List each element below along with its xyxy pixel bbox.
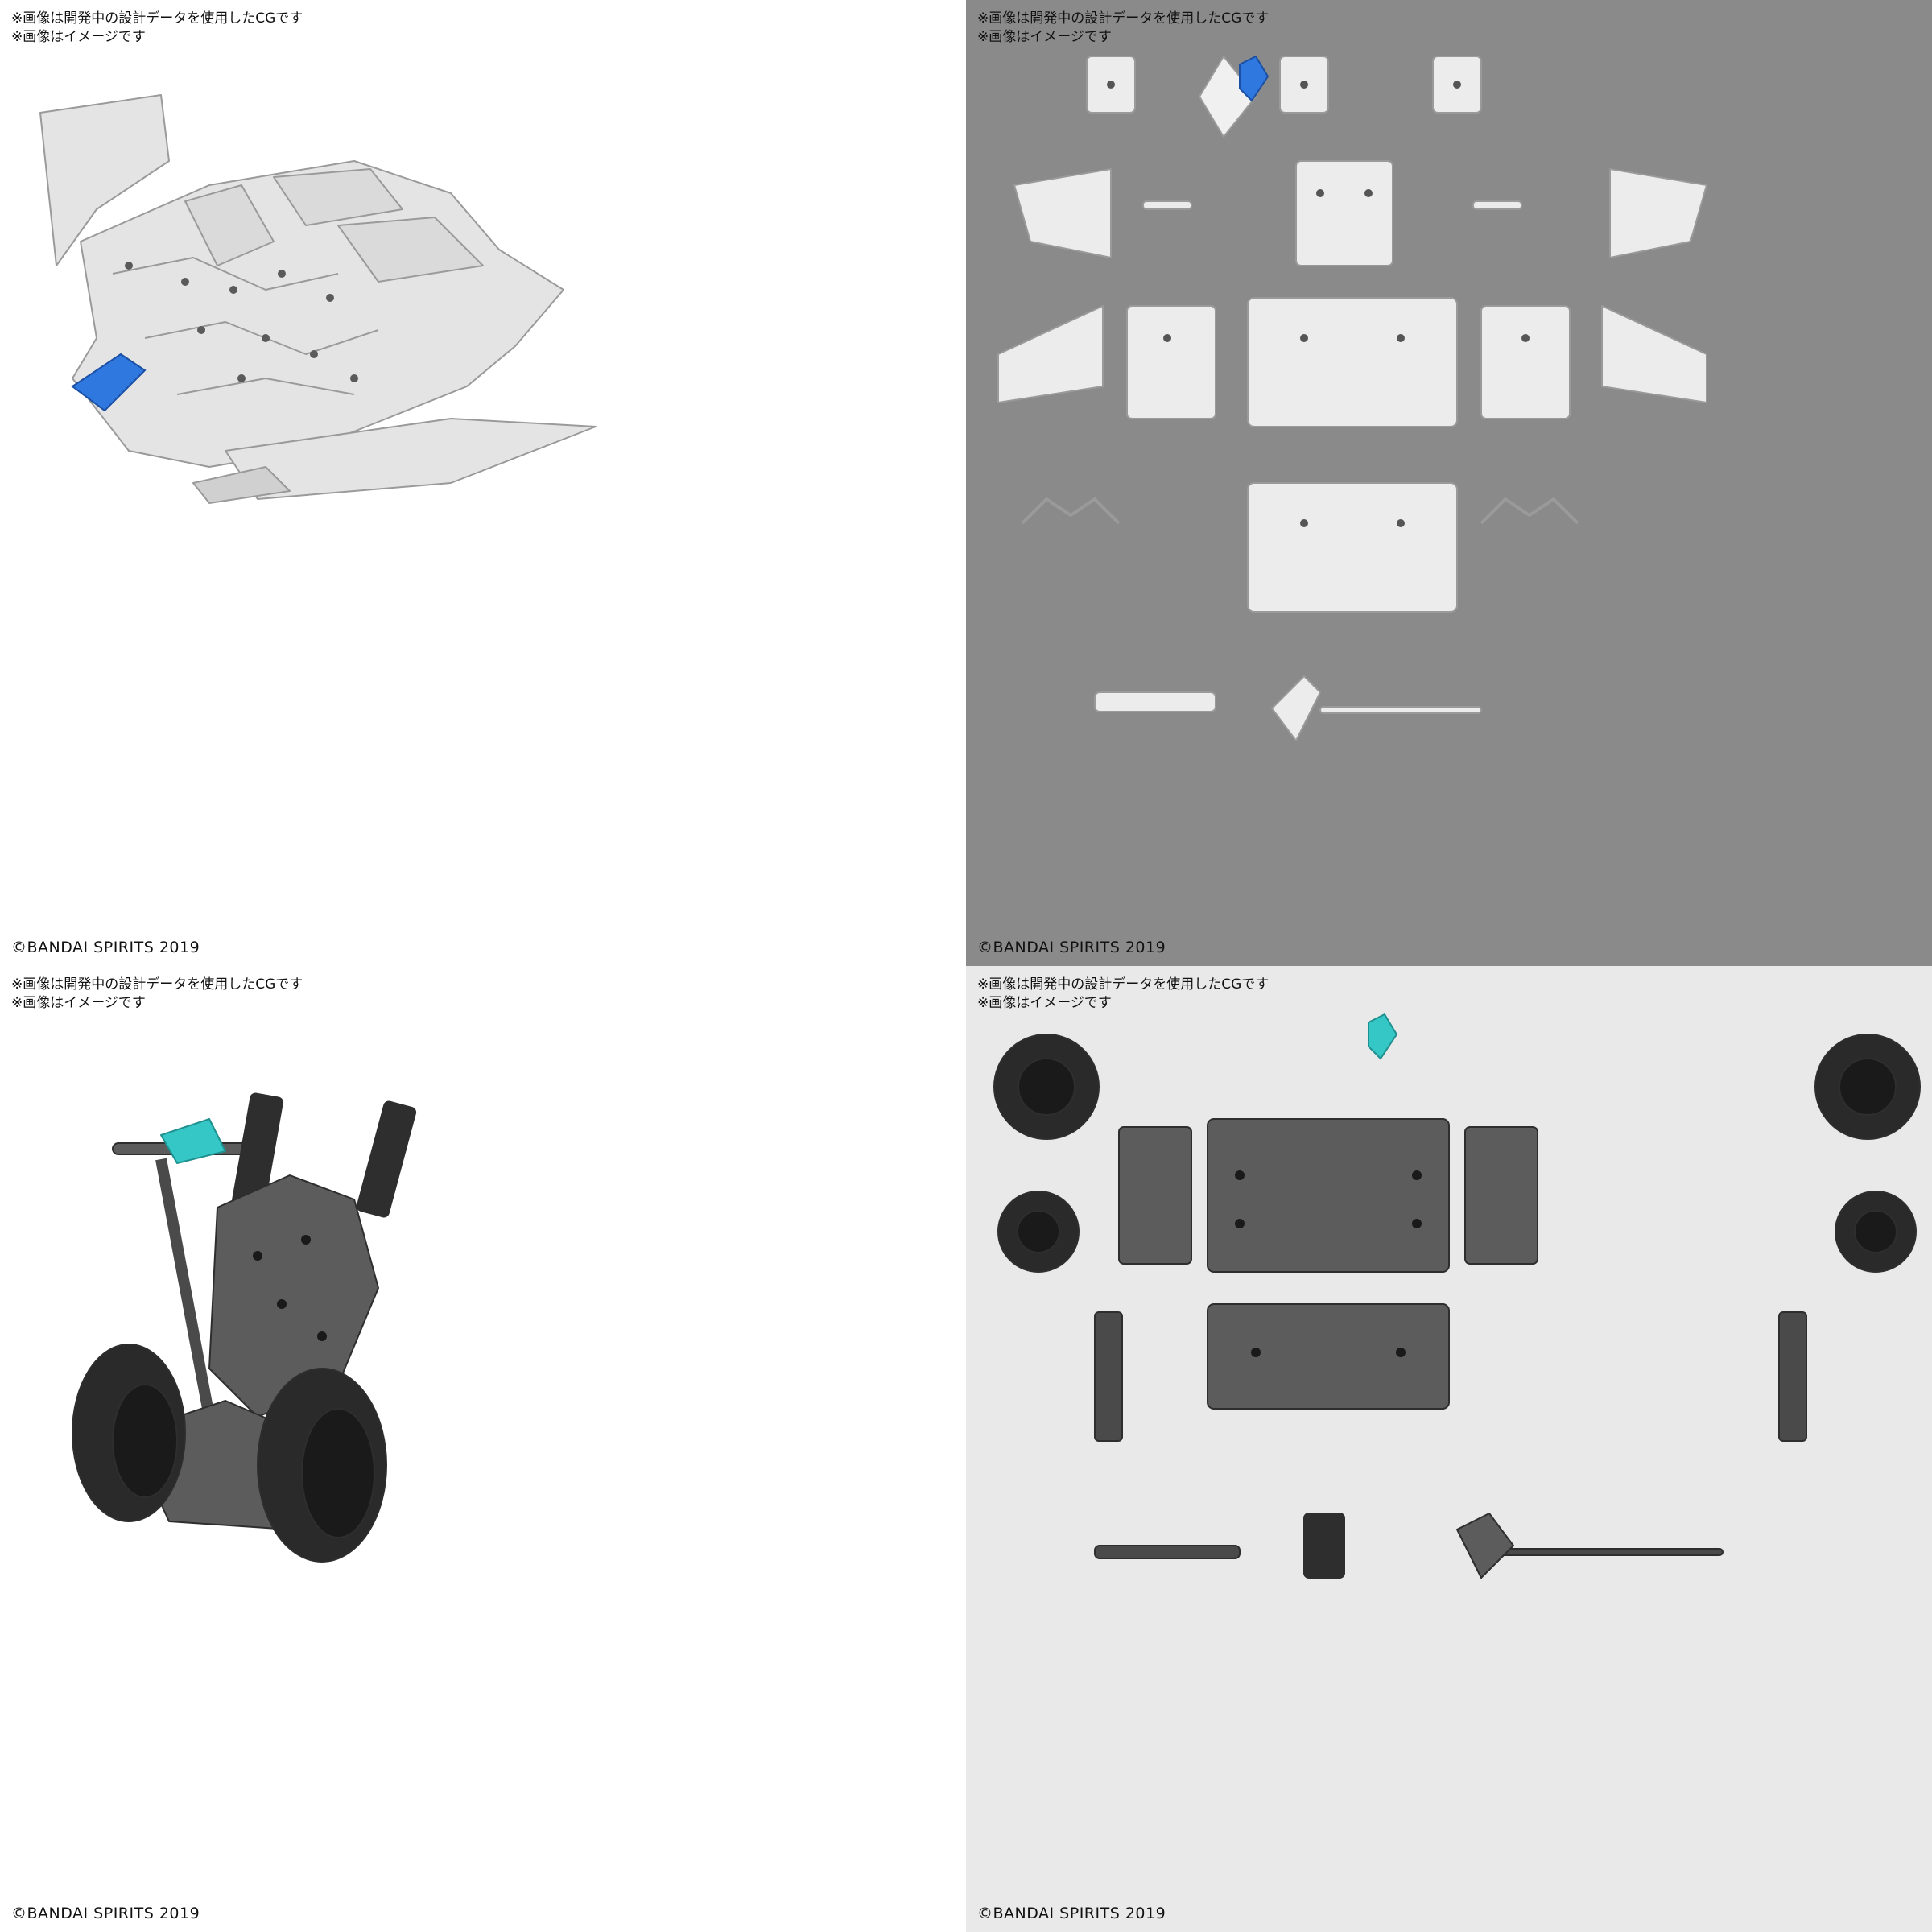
cyan-canopy-part <box>1368 1013 1398 1060</box>
notice-text: ※画像は開発中の設計データを使用したCGです ※画像はイメージです <box>11 976 303 1013</box>
notice-line-2: ※画像はイメージです <box>11 995 146 1011</box>
notice-line-1: ※画像は開発中の設計データを使用したCGです <box>11 10 303 27</box>
copyright: ©BANDAI SPIRITS 2019 <box>11 939 200 956</box>
copyright: ©BANDAI SPIRITS 2019 <box>11 1905 200 1922</box>
blue-canopy-part <box>1239 55 1269 102</box>
notice-text: ※画像は開発中の設計データを使用したCGです ※画像はイメージです <box>977 976 1269 1013</box>
assembled-jet-image <box>39 94 597 504</box>
panel-white-parts: ※画像は開発中の設計データを使用したCGです ※画像はイメージです <box>966 0 1932 966</box>
dark-parts-image <box>993 1013 1921 1579</box>
notice-line-1: ※画像は開発中の設計データを使用したCGです <box>977 10 1269 27</box>
notice-line-2: ※画像はイメージです <box>977 995 1112 1011</box>
notice-line-1: ※画像は開発中の設計データを使用したCGです <box>11 976 303 993</box>
copyright: ©BANDAI SPIRITS 2019 <box>977 1905 1166 1922</box>
copyright: ©BANDAI SPIRITS 2019 <box>977 939 1166 956</box>
notice-text: ※画像は開発中の設計データを使用したCGです ※画像はイメージです <box>11 10 303 47</box>
panel-assembled-wheeled: ※画像は開発中の設計データを使用したCGです ※画像はイメージです ©BAND <box>0 966 966 1932</box>
white-parts-image <box>997 55 1707 741</box>
blue-canopy <box>71 353 147 412</box>
notice-line-2: ※画像はイメージです <box>11 29 146 45</box>
panel-assembled-jet: ※画像は開発中の設計データを使用したCGです ※画像はイメージです <box>0 0 966 966</box>
notice-line-2: ※画像はイメージです <box>977 29 1112 45</box>
notice-text: ※画像は開発中の設計データを使用したCGです ※画像はイメージです <box>977 10 1269 47</box>
assembled-wheeled-image <box>72 1092 417 1563</box>
panel-dark-parts: ※画像は開発中の設計データを使用したCGです ※画像はイメージです <box>966 966 1932 1932</box>
notice-line-1: ※画像は開発中の設計データを使用したCGです <box>977 976 1269 993</box>
